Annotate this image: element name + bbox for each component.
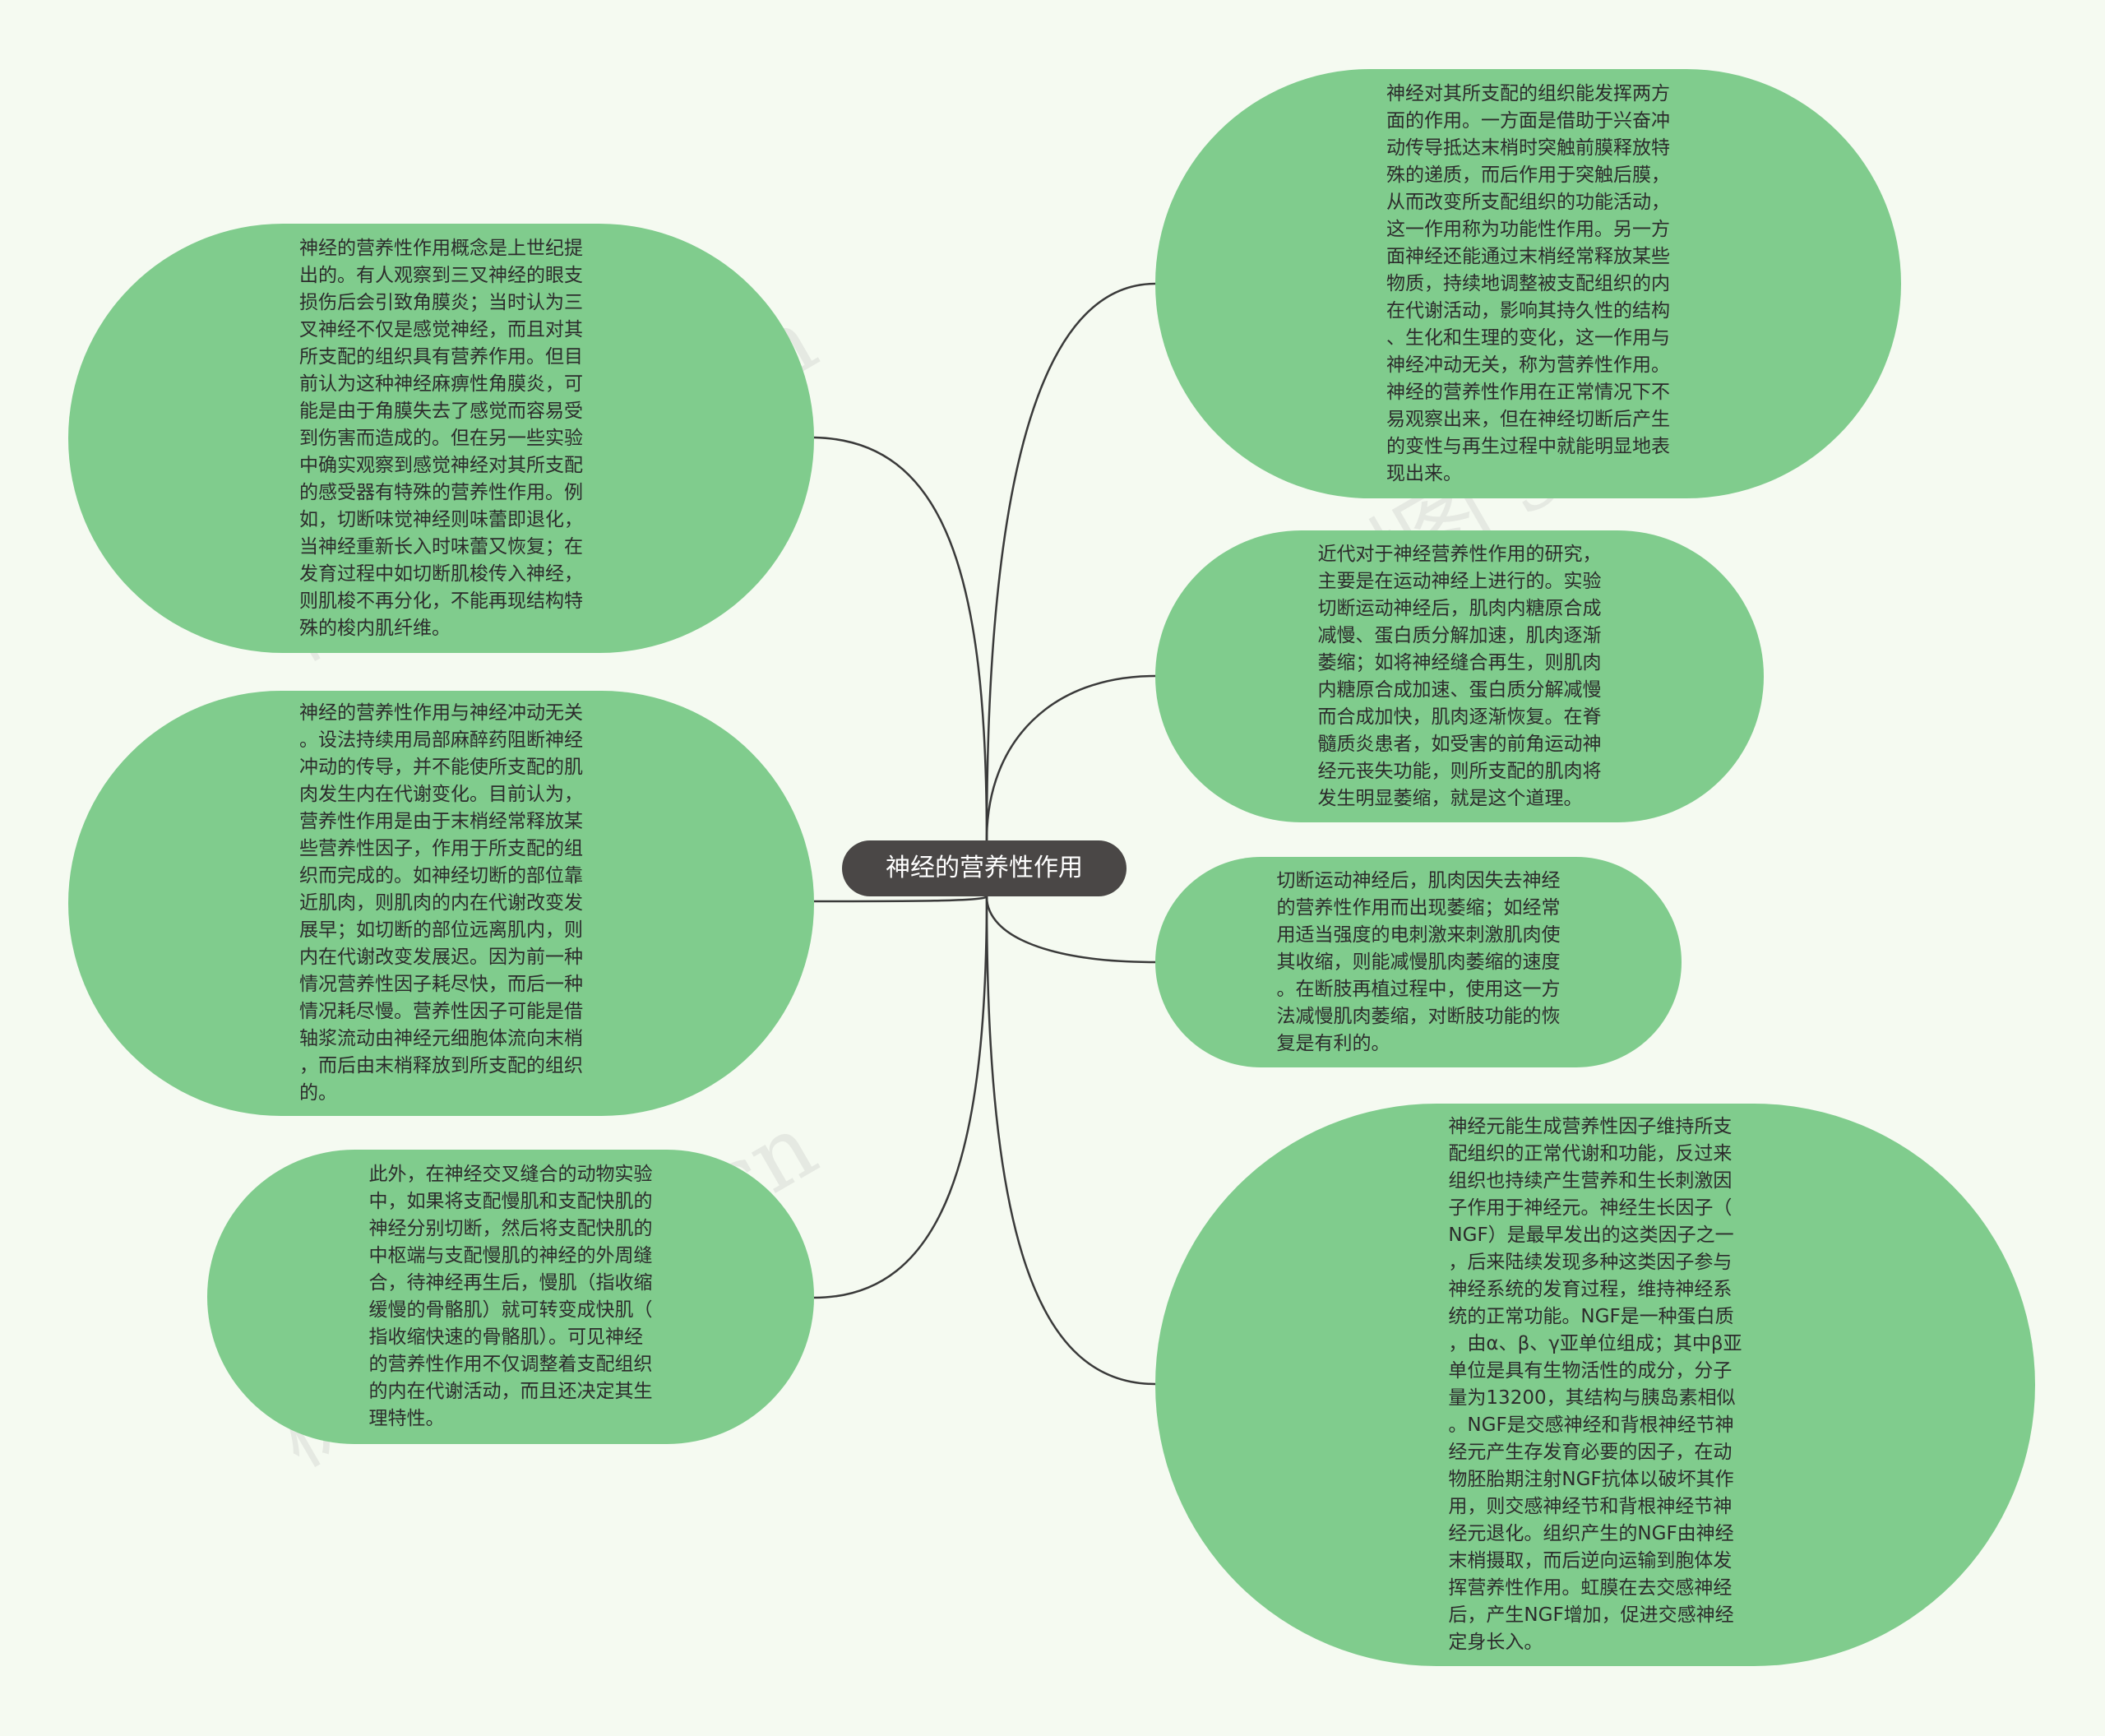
topic-node-text: 神经的营养性作用与神经冲动无关 。设法持续用局部麻醉药阻断神经 冲动的传导，并不… [299, 702, 583, 1104]
connector-left-1 [813, 436, 988, 841]
central-topic[interactable]: 神经的营养性作用 [842, 840, 1127, 896]
connector-left-2 [813, 895, 988, 903]
topic-node-left-2[interactable]: 神经的营养性作用与神经冲动无关 。设法持续用局部麻醉药阻断神经 冲动的传导，并不… [68, 691, 814, 1116]
connector-left-3 [813, 896, 988, 1299]
topic-node-right-2[interactable]: 近代对于神经营养性作用的研究， 主要是在运动神经上进行的。实验 切断运动神经后，… [1155, 530, 1764, 822]
connector-right-2 [985, 674, 1156, 841]
topic-node-left-3[interactable]: 此外，在神经交叉缝合的动物实验 中，如果将支配慢肌和支配快肌的 神经分别切断，然… [207, 1150, 814, 1444]
topic-node-text: 此外，在神经交叉缝合的动物实验 中，如果将支配慢肌和支配快肌的 神经分别切断，然… [368, 1164, 653, 1429]
central-topic-label: 神经的营养性作用 [886, 854, 1083, 882]
topic-node-left-1[interactable]: 神经的营养性作用概念是上世纪提 出的。有人观察到三叉神经的眼支 损伤后会引致角膜… [68, 224, 814, 653]
topic-node-text: 神经对其所支配的组织能发挥两方 面的作用。一方面是借助于兴奋冲 动传导抵达末梢时… [1386, 82, 1670, 484]
topic-node-text: 近代对于神经营养性作用的研究， 主要是在运动神经上进行的。实验 切断运动神经后，… [1317, 543, 1602, 809]
topic-node-text: 切断运动神经后，肌肉因失去神经 的营养性作用而出现萎缩；如经常 用适当强度的电刺… [1276, 869, 1561, 1054]
topic-node-text: 神经的营养性作用概念是上世纪提 出的。有人观察到三叉神经的眼支 损伤后会引致角膜… [299, 237, 583, 639]
connector-right-4 [985, 896, 1156, 1386]
topic-node-right-3[interactable]: 切断运动神经后，肌肉因失去神经 的营养性作用而出现萎缩；如经常 用适当强度的电刺… [1155, 857, 1682, 1067]
topic-node-text: 神经元能生成营养性因子维持所支 配组织的正常代谢和功能，反过来 组织也持续产生营… [1448, 1116, 1742, 1653]
topic-node-right-1[interactable]: 神经对其所支配的组织能发挥两方 面的作用。一方面是借助于兴奋冲 动传导抵达末梢时… [1155, 69, 1901, 498]
topic-node-right-4[interactable]: 神经元能生成营养性因子维持所支 配组织的正常代谢和功能，反过来 组织也持续产生营… [1155, 1104, 2035, 1666]
connector-right-3 [985, 896, 1156, 964]
connector-right-1 [985, 282, 1156, 841]
